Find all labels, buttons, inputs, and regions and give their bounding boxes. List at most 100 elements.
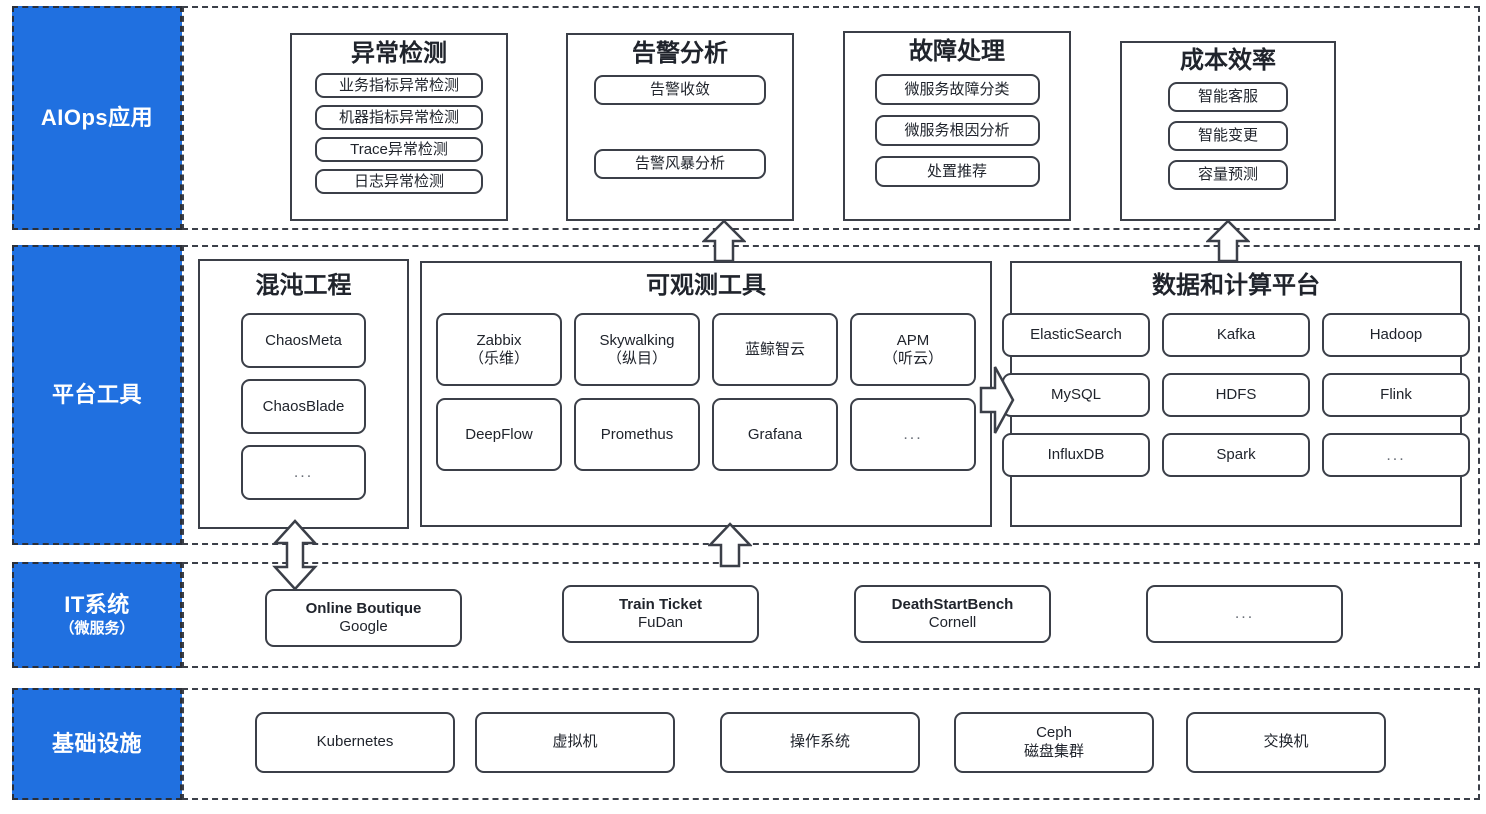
item-label: 日志异常检测 xyxy=(353,172,444,190)
item-label: Online Boutique xyxy=(305,599,422,617)
item-data-hdfs[interactable]: HDFS xyxy=(1162,373,1310,418)
item-label: 智能变更 xyxy=(1197,127,1258,145)
item-it-deathstartbench[interactable]: DeathStartBench Cornell xyxy=(854,585,1051,643)
item-it-online-boutique[interactable]: Online Boutique Google xyxy=(265,589,462,647)
group-title-observability-tools: 可观测工具 xyxy=(646,272,766,299)
item-cost-2[interactable]: 智能变更 xyxy=(1168,121,1288,152)
layer-platform-tools xyxy=(182,245,1480,545)
item-data-elasticsearch[interactable]: ElasticSearch xyxy=(1002,313,1150,358)
layer-label-infrastructure-text: 基础设施 xyxy=(51,731,142,757)
item-infra-ceph[interactable]: Ceph 磁盘集群 xyxy=(954,712,1154,773)
item-label: APM xyxy=(896,331,930,349)
item-label: ChaosBlade xyxy=(262,397,345,415)
layer-label-it-systems: IT系统 （微服务） xyxy=(12,562,182,668)
arrow-bidirectional-chaos-it xyxy=(272,519,318,591)
item-data-spark[interactable]: Spark xyxy=(1162,433,1310,478)
item-label: ... xyxy=(903,426,923,444)
item-infra-virtual-machine[interactable]: 虚拟机 xyxy=(475,712,675,773)
arrow-up-to-observability xyxy=(708,522,752,568)
item-sublabel: Google xyxy=(339,618,388,635)
item-it-train-ticket[interactable]: Train Ticket FuDan xyxy=(562,585,759,643)
item-anomaly-1[interactable]: 业务指标异常检测 xyxy=(315,73,483,99)
item-anomaly-3[interactable]: Trace异常检测 xyxy=(315,137,483,163)
group-data-compute-platform: 数据和计算平台 ElasticSearch Kafka Hadoop MySQL… xyxy=(1002,261,1470,527)
item-label: Skywalking xyxy=(599,331,675,349)
item-label: 智能客服 xyxy=(1197,88,1258,106)
arrow-up-to-alert-analysis xyxy=(702,219,746,263)
item-label: Train Ticket xyxy=(618,595,703,613)
item-infra-kubernetes[interactable]: Kubernetes xyxy=(255,712,455,773)
item-sublabel: （纵目） xyxy=(606,349,667,367)
item-sublabel: （听云） xyxy=(882,349,943,367)
item-label: Kubernetes xyxy=(316,733,394,751)
layer-it-systems xyxy=(182,562,1480,668)
item-label: 操作系统 xyxy=(789,733,850,751)
layer-label-platform-tools: 平台工具 xyxy=(12,245,182,545)
item-data-hadoop[interactable]: Hadoop xyxy=(1322,313,1470,358)
arrow-right-observability-to-data xyxy=(979,364,1015,436)
item-label: ... xyxy=(1234,605,1255,623)
item-label: 告警风暴分析 xyxy=(634,155,725,173)
item-infra-switch[interactable]: 交换机 xyxy=(1186,712,1386,773)
group-cost-efficiency: 成本效率 智能客服 智能变更 容量预测 xyxy=(1120,41,1336,221)
item-obs-zabbix[interactable]: Zabbix （乐维） xyxy=(436,313,562,387)
group-fault-handling: 故障处理 微服务故障分类 微服务根因分析 处置推荐 xyxy=(843,31,1071,221)
item-infra-operating-system[interactable]: 操作系统 xyxy=(720,712,920,773)
item-label: Promethus xyxy=(600,425,674,443)
item-chaos-3[interactable]: ... xyxy=(241,445,366,501)
item-data-influxdb[interactable]: InfluxDB xyxy=(1002,433,1150,478)
item-label: Trace异常检测 xyxy=(350,140,448,158)
item-data-more[interactable]: ... xyxy=(1322,433,1470,478)
item-label: 交换机 xyxy=(1263,733,1309,751)
item-obs-apm[interactable]: APM （听云） xyxy=(850,313,976,387)
item-label: 处置推荐 xyxy=(926,162,987,180)
group-alert-analysis: 告警分析 告警收敛 告警风暴分析 xyxy=(566,33,794,221)
item-label: 业务指标异常检测 xyxy=(338,76,459,94)
item-label: HDFS xyxy=(1215,386,1257,404)
item-label: Spark xyxy=(1216,446,1256,464)
item-label: InfluxDB xyxy=(1047,446,1105,464)
group-title-data-compute-platform: 数据和计算平台 xyxy=(1152,272,1320,299)
item-sublabel: Cornell xyxy=(928,614,977,631)
item-obs-skywalking[interactable]: Skywalking （纵目） xyxy=(574,313,700,387)
item-obs-deepflow[interactable]: DeepFlow xyxy=(436,398,562,472)
group-title-anomaly-detection: 异常检测 xyxy=(351,40,447,67)
item-it-more[interactable]: ... xyxy=(1146,585,1343,643)
item-label: ... xyxy=(293,464,314,482)
item-data-kafka[interactable]: Kafka xyxy=(1162,313,1310,358)
layer-label-it-systems-text: IT系统 xyxy=(64,592,130,618)
item-obs-promethus[interactable]: Promethus xyxy=(574,398,700,472)
item-sublabel: FuDan xyxy=(637,614,684,631)
item-data-flink[interactable]: Flink xyxy=(1322,373,1470,418)
group-chaos-engineering: 混沌工程 ChaosMeta ChaosBlade ... xyxy=(198,259,409,529)
item-anomaly-2[interactable]: 机器指标异常检测 xyxy=(315,105,483,131)
item-obs-grafana[interactable]: Grafana xyxy=(712,398,838,472)
item-fault-2[interactable]: 微服务根因分析 xyxy=(874,115,1040,147)
item-alert-1[interactable]: 告警收敛 xyxy=(594,75,766,106)
item-label: Grafana xyxy=(747,425,803,443)
item-alert-2[interactable]: 告警风暴分析 xyxy=(594,149,766,180)
item-label: DeepFlow xyxy=(465,425,533,443)
item-chaos-1[interactable]: ChaosMeta xyxy=(241,313,366,369)
item-obs-bkci[interactable]: 蓝鲸智云 xyxy=(712,313,838,387)
arrow-up-to-cost-efficiency xyxy=(1206,219,1250,263)
item-data-mysql[interactable]: MySQL xyxy=(1002,373,1150,418)
item-sublabel: 磁盘集群 xyxy=(1023,742,1084,760)
layer-label-aiops: AIOps应用 xyxy=(12,6,182,230)
item-obs-more[interactable]: ... xyxy=(850,398,976,472)
item-fault-3[interactable]: 处置推荐 xyxy=(874,156,1040,188)
item-anomaly-4[interactable]: 日志异常检测 xyxy=(315,169,483,195)
item-label: ChaosMeta xyxy=(265,331,342,349)
item-label: Zabbix xyxy=(476,331,522,349)
item-fault-1[interactable]: 微服务故障分类 xyxy=(874,74,1040,106)
item-label: Flink xyxy=(1380,386,1412,404)
group-title-fault-handling: 故障处理 xyxy=(909,38,1005,65)
item-cost-3[interactable]: 容量预测 xyxy=(1168,160,1288,191)
item-cost-1[interactable]: 智能客服 xyxy=(1168,82,1288,113)
layer-label-aiops-text: AIOps应用 xyxy=(40,105,154,131)
layer-label-infrastructure: 基础设施 xyxy=(12,688,182,800)
group-observability-tools: 可观测工具 Zabbix （乐维） Skywalking （纵目） 蓝鲸智云 A… xyxy=(420,261,992,527)
item-label: DeathStartBench xyxy=(891,595,1014,613)
item-chaos-2[interactable]: ChaosBlade xyxy=(241,379,366,435)
